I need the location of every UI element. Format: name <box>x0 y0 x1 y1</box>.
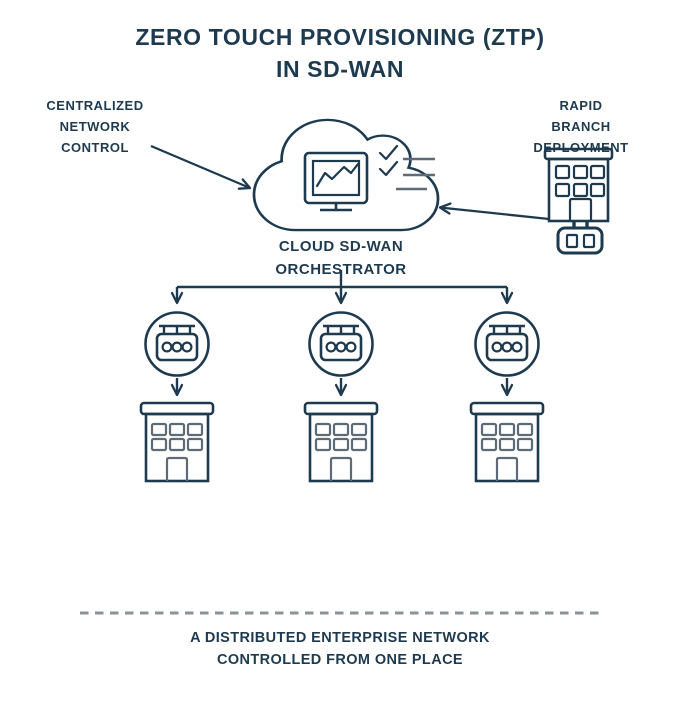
page-title: ZERO TOUCH PROVISIONING (ZTP) IN SD-WAN <box>135 24 545 82</box>
edge-router-icon <box>144 311 210 377</box>
monitor-chart-icon <box>303 151 369 212</box>
footer-caption: A DISTRIBUTED ENTERPRISE NETWORK CONTROL… <box>190 630 490 669</box>
cloud-orchestrator-icon <box>252 118 440 232</box>
label-rapid-branch-deployment: RAPID BRANCH DEPLOYMENT <box>533 98 629 156</box>
site-building-icon <box>139 401 215 483</box>
edge-device-icon <box>556 226 604 255</box>
edge-router-icon <box>474 311 540 377</box>
cloud-outline <box>252 118 440 232</box>
site-building-icon <box>469 401 545 483</box>
checklist-icon <box>378 144 435 191</box>
branch-door <box>568 197 593 221</box>
label-centralized-network-control: CENTRALIZED NETWORK CONTROL <box>46 98 144 156</box>
site-building-icon <box>303 401 379 483</box>
edge-router-icon <box>308 311 374 377</box>
site-door <box>329 456 353 481</box>
branch-building-icon <box>543 147 614 255</box>
arrow-control-to-cloud <box>150 144 252 190</box>
arrow-branch-to-cloud <box>438 202 550 221</box>
label-cloud-orchestrator: CLOUD SD-WAN ORCHESTRATOR <box>275 238 407 278</box>
site-door <box>495 456 519 481</box>
site-door <box>165 456 189 481</box>
